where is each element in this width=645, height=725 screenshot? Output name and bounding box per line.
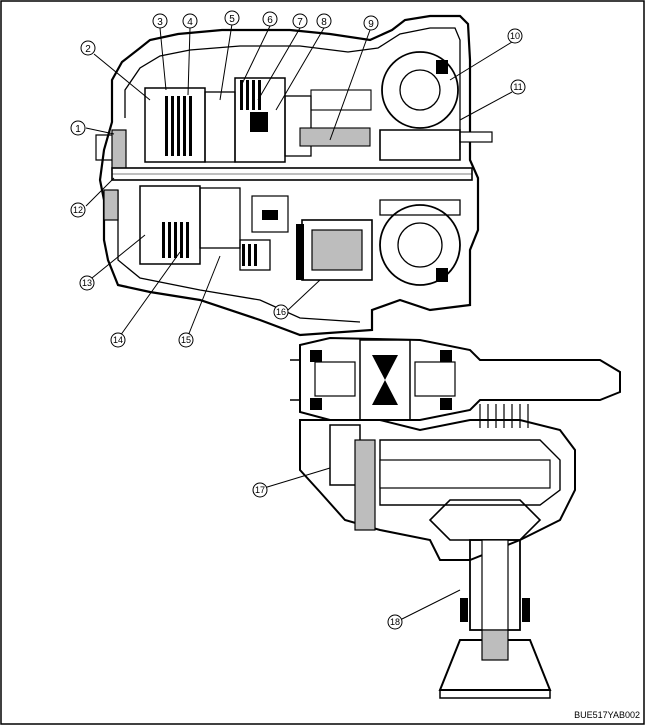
callout-label: 13 xyxy=(82,278,92,288)
callout-label: 4 xyxy=(187,17,193,28)
callout-7: 7 xyxy=(292,13,308,29)
callout-17: 17 xyxy=(252,482,268,498)
callout-label: 9 xyxy=(368,19,374,30)
callout-label: 3 xyxy=(157,17,163,28)
rear-output-flange xyxy=(438,539,552,699)
callout-label: 15 xyxy=(181,335,191,345)
callout-14: 14 xyxy=(110,332,126,348)
callout-18: 18 xyxy=(387,614,403,630)
leader-lines xyxy=(85,23,513,621)
callout-label: 8 xyxy=(321,17,327,28)
callout-label: 18 xyxy=(390,617,400,627)
callout-3: 3 xyxy=(152,13,168,29)
callout-10: 10 xyxy=(507,28,523,44)
callout-label: 12 xyxy=(73,205,83,215)
callout-label: 17 xyxy=(255,485,265,495)
lower-clutch-packs xyxy=(139,185,289,271)
main-shaft xyxy=(111,131,493,181)
callout-label: 16 xyxy=(276,307,286,317)
transmission-case xyxy=(95,14,480,337)
callout-label: 1 xyxy=(75,124,81,135)
callout-label: 11 xyxy=(513,82,522,92)
callout-8: 8 xyxy=(316,13,332,29)
callout-label: 2 xyxy=(85,44,91,55)
callout-15: 15 xyxy=(178,332,194,348)
callout-2: 2 xyxy=(80,40,96,56)
callout-5: 5 xyxy=(224,10,240,26)
callout-label: 7 xyxy=(297,17,303,28)
callout-label: 6 xyxy=(267,15,273,26)
callout-label: 10 xyxy=(510,31,520,41)
callout-13: 13 xyxy=(79,275,95,291)
callout-12: 12 xyxy=(70,202,86,218)
callout-9: 9 xyxy=(363,15,379,31)
upper-clutch-packs xyxy=(144,77,372,163)
callout-label: 5 xyxy=(229,14,235,25)
callout-11: 11 xyxy=(510,79,526,95)
callout-1: 1 xyxy=(70,120,86,136)
differential-upper-housing xyxy=(296,51,461,286)
transfer-case xyxy=(299,404,576,561)
callout-16: 16 xyxy=(273,304,289,320)
callout-label: 14 xyxy=(113,335,123,345)
callout-6: 6 xyxy=(262,11,278,27)
figure-code: BUE517YAB002 xyxy=(574,710,640,720)
callout-4: 4 xyxy=(182,13,198,29)
front-differential xyxy=(290,336,621,421)
